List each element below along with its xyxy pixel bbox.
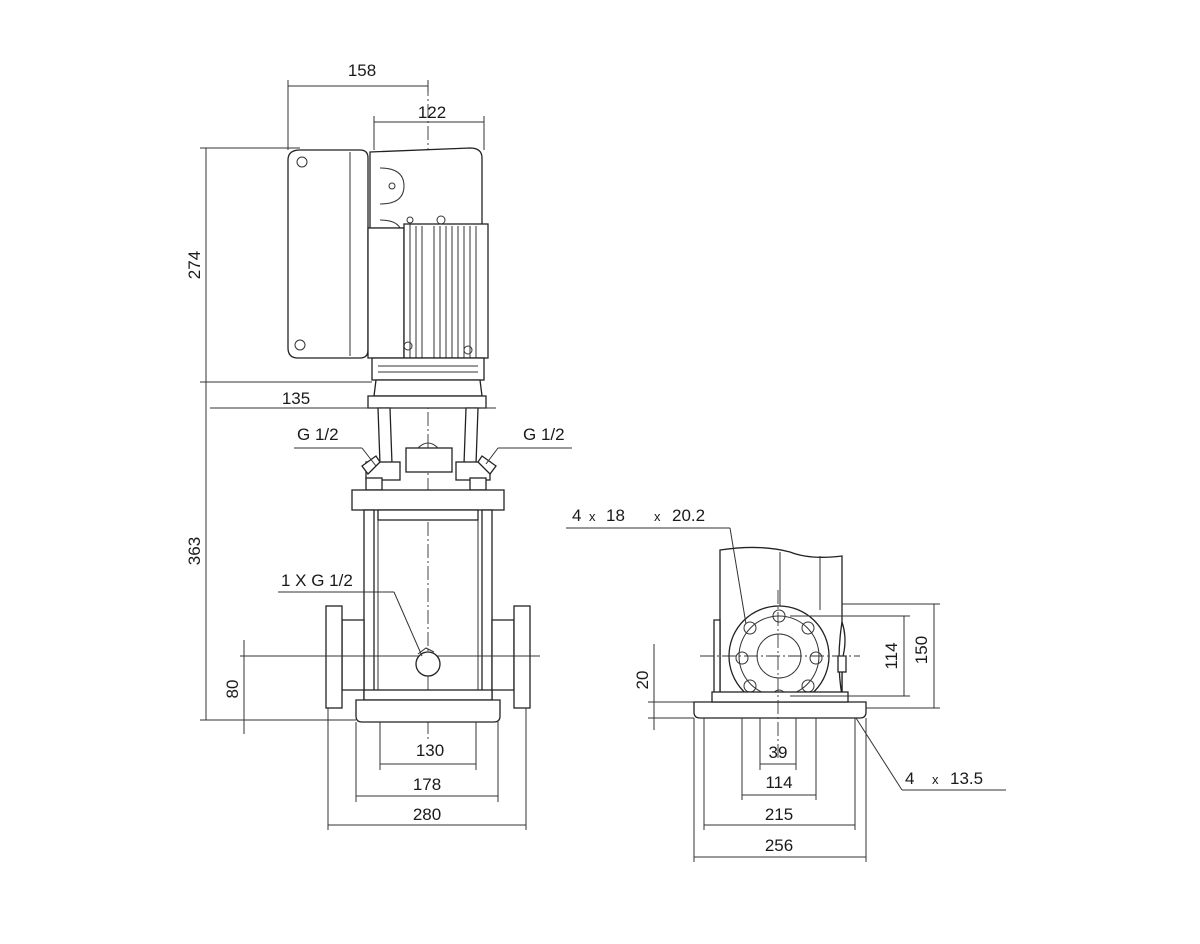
dim-label-39: 39 bbox=[769, 743, 788, 762]
pump-head bbox=[351, 477, 505, 701]
dim-label-114-vertical: 114 bbox=[882, 642, 901, 669]
dim-label-114-horizontal: 114 bbox=[765, 773, 792, 792]
flange-holes-x2: x bbox=[654, 509, 661, 524]
motor-body bbox=[371, 215, 489, 381]
dim-label-20: 20 bbox=[633, 671, 652, 690]
dim-label-130: 130 bbox=[416, 741, 444, 760]
dim-label-135: 135 bbox=[282, 389, 310, 408]
drain-label: 1 X G 1/2 bbox=[281, 571, 353, 590]
side-view: 4 x 18 x 20.2 114 150 20 4 x 13.5 39 bbox=[566, 506, 1006, 862]
base-holes-count: 4 bbox=[905, 769, 914, 788]
vent-label-left: G 1/2 bbox=[297, 425, 339, 444]
dim-label-150: 150 bbox=[912, 636, 931, 664]
dim-label-122: 122 bbox=[418, 103, 446, 122]
vent-label-right: G 1/2 bbox=[523, 425, 565, 444]
dim-label-215: 215 bbox=[765, 805, 793, 824]
base-holes-diameter: 13.5 bbox=[950, 769, 983, 788]
dim-label-178: 178 bbox=[413, 775, 441, 794]
base-holes-x: x bbox=[932, 772, 939, 787]
front-view: 158 122 274 135 363 80 G 1/2 G 1/2 1 X G bbox=[185, 61, 572, 830]
flange-holes-diameter-1: 18 bbox=[606, 506, 625, 525]
motor-stool bbox=[361, 379, 497, 481]
flange-holes-x1: x bbox=[589, 509, 596, 524]
flange-holes-diameter-2: 20.2 bbox=[672, 506, 705, 525]
pump-base bbox=[240, 605, 540, 723]
dim-label-274: 274 bbox=[185, 251, 204, 279]
motor-control-box bbox=[287, 147, 483, 359]
dim-label-363: 363 bbox=[185, 537, 204, 565]
dim-label-256: 256 bbox=[765, 836, 793, 855]
dim-label-158: 158 bbox=[348, 61, 376, 80]
dim-label-280: 280 bbox=[413, 805, 441, 824]
dim-label-80: 80 bbox=[223, 680, 242, 699]
flange-holes-count: 4 bbox=[572, 506, 581, 525]
